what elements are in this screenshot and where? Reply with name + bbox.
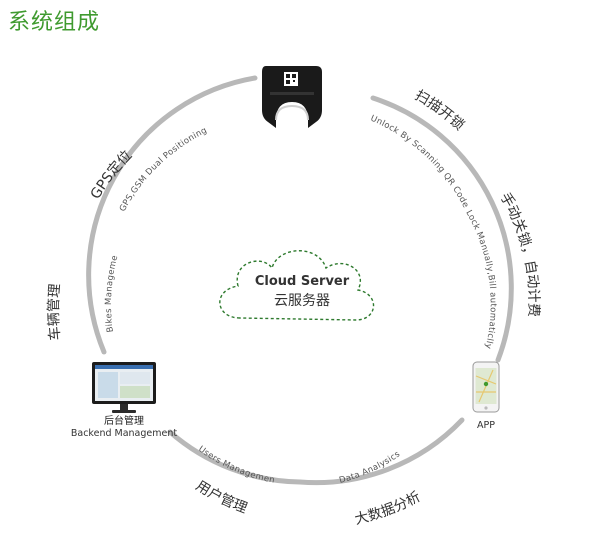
cloud-server-label: Cloud Server (255, 274, 350, 289)
ring-arc-top-right (370, 95, 514, 363)
svg-text:用户管理: 用户管理 (193, 478, 249, 517)
users-en-label: Users Management (0, 0, 275, 486)
smart-lock-icon (262, 66, 322, 128)
svg-text:GPS,GSM Dual Positioning: GPS,GSM Dual Positioning (118, 126, 209, 214)
cloud-server-cn-label: 云服务器 (274, 293, 330, 309)
svg-text:Bikes Management: Bikes Management (0, 0, 120, 333)
monitor-icon (92, 362, 156, 413)
ring-arc-top-left (86, 75, 258, 355)
bikes-en-label: Bikes Management (0, 0, 120, 333)
svg-text:扫描开锁: 扫描开锁 (412, 88, 467, 134)
ring-arc-bottom-left (167, 429, 303, 485)
svg-text:大数据分析: 大数据分析 (353, 489, 423, 528)
cloud-server[interactable]: Cloud Server 云服务器 (219, 250, 375, 321)
orbit-ring (86, 75, 514, 486)
data-cn-label: 大数据分析 (353, 489, 423, 528)
lock-en-label: Lock Manually,Bill automaticlly (463, 209, 497, 350)
app-label: APP (477, 420, 495, 431)
backend-en-label: Backend Management (71, 428, 177, 439)
lock-cn-label: 手动关锁，自动计费 (497, 190, 542, 317)
cloud-icon (219, 250, 375, 321)
svg-text:Lock Manually,Bill automaticll: Lock Manually,Bill automaticlly (463, 209, 497, 350)
ring-arc-bottom-right (297, 417, 465, 486)
svg-text:车辆管理: 车辆管理 (46, 283, 64, 341)
svg-text:手动关锁，自动计费: 手动关锁，自动计费 (497, 190, 542, 317)
gps-en-label: GPS,GSM Dual Positioning (118, 126, 209, 214)
phone-icon[interactable] (472, 361, 500, 413)
backend-cn-label: 后台管理 (104, 414, 144, 427)
unlock-cn-label: 扫描开锁 (412, 88, 467, 134)
page-title: 系统组成 (8, 10, 101, 35)
users-cn-label: 用户管理 (193, 478, 249, 517)
svg-text:Users Management: Users Management (0, 0, 276, 486)
bikes-cn-label: 车辆管理 (46, 283, 64, 341)
